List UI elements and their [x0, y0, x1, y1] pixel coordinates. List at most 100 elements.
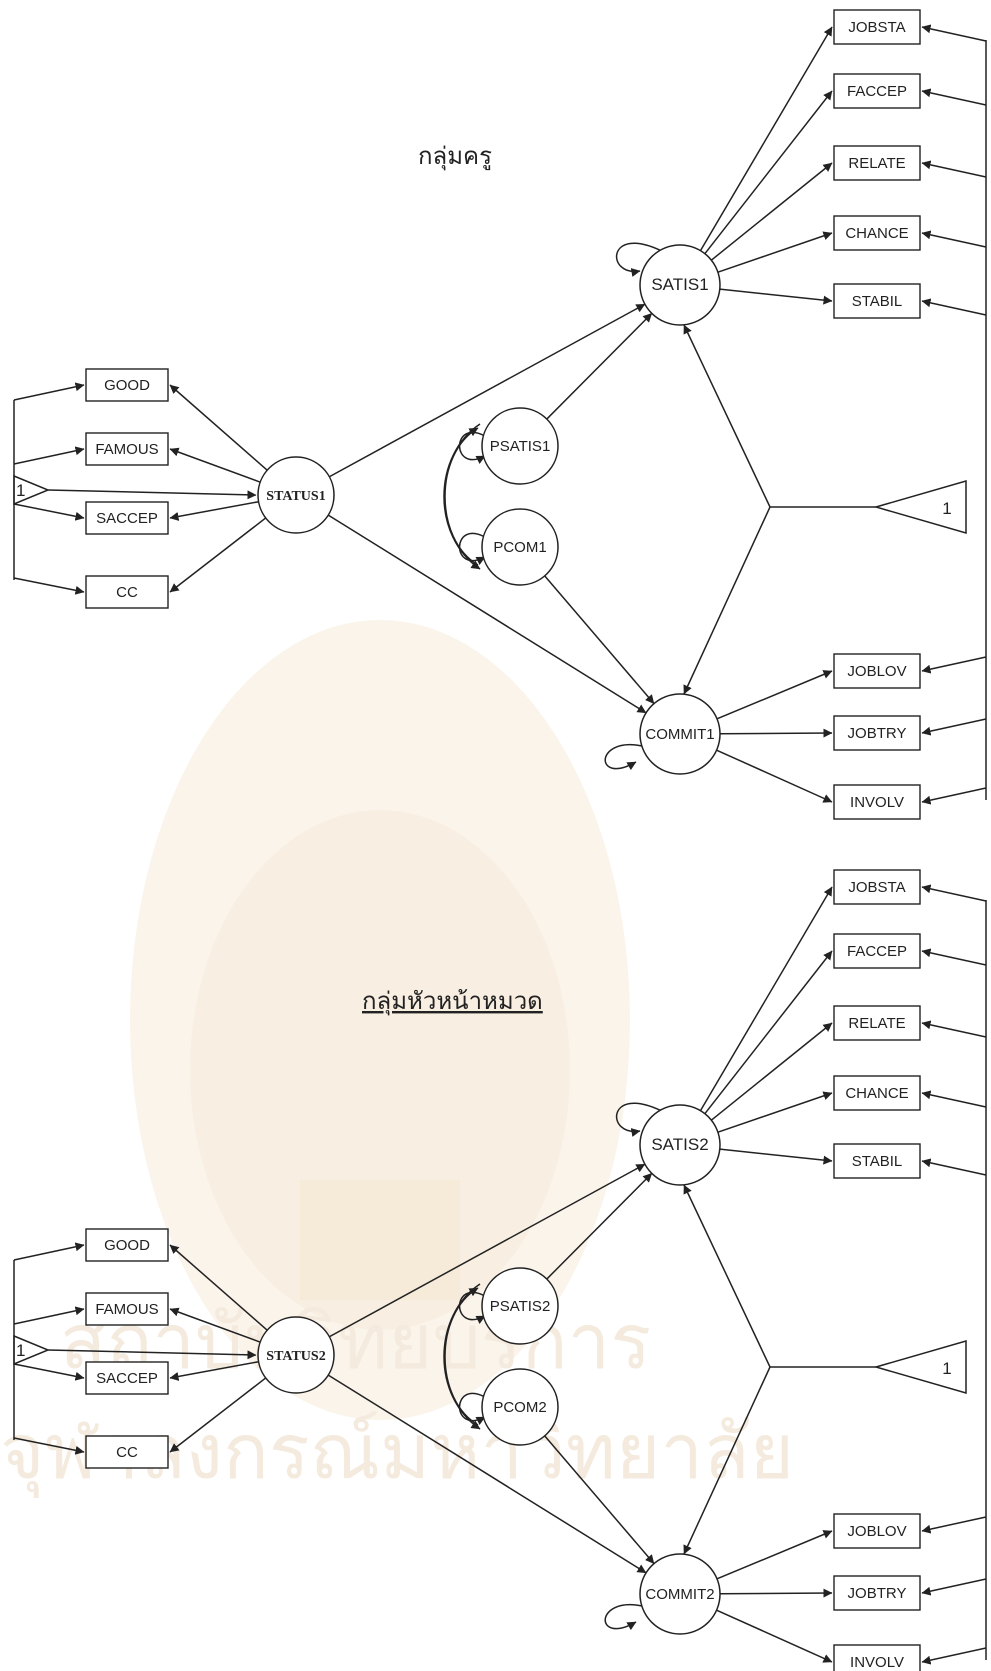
residual-loop	[604, 1603, 643, 1631]
indicator-good: GOOD	[85, 1228, 169, 1262]
latent-status1: STATUS1	[257, 456, 335, 534]
latent-label: PCOM1	[493, 539, 546, 556]
residual-loop	[458, 1392, 486, 1425]
indicator-label: CHANCE	[845, 225, 908, 242]
latent-commit2: COMMIT2	[639, 1553, 721, 1635]
indicator-label: GOOD	[104, 377, 150, 394]
constant-right-label: 1	[942, 1359, 951, 1378]
indicator-label: JOBSTA	[848, 19, 905, 36]
indicator-label: CHANCE	[845, 1085, 908, 1102]
path-commit-to-indicator	[716, 1530, 833, 1580]
constant-left-label: 1	[16, 481, 25, 500]
latent-label: SATIS1	[651, 275, 708, 294]
covariance-psatis-pcom	[443, 1283, 481, 1430]
path-status-to-commit	[327, 514, 647, 714]
indicator-cc: CC	[85, 1435, 169, 1469]
path-commit-to-indicator	[716, 749, 833, 803]
residual-loop	[458, 532, 486, 565]
latent-label: STATUS1	[266, 489, 325, 504]
indicator-joblov: JOBLOV	[833, 653, 921, 689]
path-constant-to-commit	[683, 1366, 771, 1555]
indicator-label: CC	[116, 584, 138, 601]
panel-teachers: 1 GOOD FAMOUS SACCEP CC 1 JOBSTA FACCEP RELATE CH…	[13, 9, 987, 820]
path-status-to-indicator	[169, 447, 261, 483]
latent-label: SATIS2	[651, 1135, 708, 1154]
residual-loop	[458, 1291, 486, 1324]
path-satis-to-indicator	[710, 162, 833, 261]
latent-satis1: SATIS1	[639, 244, 721, 326]
indicator-label: STABIL	[852, 1153, 903, 1170]
indicator-label: CC	[116, 1444, 138, 1461]
indicator-label: RELATE	[848, 155, 905, 172]
indicator-stabil: STABIL	[833, 1143, 921, 1179]
indicator-faccep: FACCEP	[833, 933, 921, 969]
latent-label: PCOM2	[493, 1399, 546, 1416]
path-status-to-indicator	[169, 517, 267, 593]
path-status-to-indicator	[169, 1360, 259, 1381]
path-pcom-to-commit	[544, 575, 655, 705]
path-constant-to-satis	[683, 324, 771, 508]
indicator-involv: INVOLV	[833, 1644, 921, 1671]
constant-right-label: 1	[942, 499, 951, 518]
latent-satis2: SATIS2	[639, 1104, 721, 1186]
residual-loop	[615, 1102, 661, 1137]
indicator-label: JOBTRY	[848, 725, 907, 742]
indicator-faccep: FACCEP	[833, 73, 921, 109]
constant-triangle-right	[873, 480, 967, 534]
latent-label: COMMIT2	[645, 1586, 714, 1603]
path-pcom-to-commit	[544, 1435, 655, 1565]
constant-triangle-right	[873, 1340, 967, 1394]
title-teachers: กลุ่มครู	[418, 142, 492, 171]
latent-label: COMMIT1	[645, 726, 714, 743]
path-satis-to-indicator	[704, 950, 833, 1115]
path-constant-to-satis	[683, 1184, 771, 1368]
indicator-label: INVOLV	[850, 1654, 904, 1671]
path-status-to-commit	[327, 1374, 647, 1574]
indicator-jobtry: JOBTRY	[833, 1575, 921, 1611]
path-status-to-indicator	[169, 1307, 261, 1343]
indicator-jobsta: JOBSTA	[833, 9, 921, 45]
indicator-jobsta: JOBSTA	[833, 869, 921, 905]
indicator-label: SACCEP	[96, 510, 158, 527]
constant-left-label: 1	[16, 1341, 25, 1360]
latent-label: PSATIS1	[490, 438, 551, 455]
indicator-saccep: SACCEP	[85, 1361, 169, 1395]
indicator-label: STABIL	[852, 293, 903, 310]
latent-label: PSATIS2	[490, 1298, 551, 1315]
path-status-to-satis	[328, 303, 646, 478]
indicator-cc: CC	[85, 575, 169, 609]
indicator-saccep: SACCEP	[85, 501, 169, 535]
indicator-label: FACCEP	[847, 83, 907, 100]
path-satis-to-indicator	[710, 1022, 833, 1121]
latent-pcom2: PCOM2	[481, 1368, 559, 1446]
latent-status2: STATUS2	[257, 1316, 335, 1394]
indicator-famous: FAMOUS	[85, 1292, 169, 1326]
path-satis-to-indicator	[717, 1091, 833, 1133]
indicator-label: SACCEP	[96, 1370, 158, 1387]
indicator-label: JOBLOV	[847, 663, 906, 680]
path-satis-to-indicator	[717, 231, 833, 273]
indicator-label: FAMOUS	[95, 1301, 158, 1318]
latent-label: STATUS2	[266, 1349, 325, 1364]
indicator-chance: CHANCE	[833, 215, 921, 251]
latent-psatis2: PSATIS2	[481, 1267, 559, 1345]
indicator-chance: CHANCE	[833, 1075, 921, 1111]
residual-loop	[458, 431, 486, 464]
path-constant-to-commit	[683, 506, 771, 695]
indicator-jobtry: JOBTRY	[833, 715, 921, 751]
residual-loop	[604, 743, 643, 771]
path-commit-to-indicator	[716, 1609, 833, 1663]
panel-department-heads: 1GOODFAMOUSSACCEPCC1JOBSTAFACCEPRELATECH…	[13, 869, 987, 1671]
path-satis-to-indicator	[719, 1148, 833, 1165]
path-status-to-indicator	[169, 1377, 267, 1453]
indicator-good: GOOD	[85, 368, 169, 402]
path-status-to-indicator	[169, 500, 259, 521]
latent-pcom1: PCOM1	[481, 508, 559, 586]
indicator-famous: FAMOUS	[85, 432, 169, 466]
path-status-to-indicator	[169, 384, 268, 471]
indicator-relate: RELATE	[833, 145, 921, 181]
path-satis-to-indicator	[699, 886, 833, 1112]
title-department-heads: กลุ่มหัวหน้าหมวด	[362, 987, 543, 1016]
indicator-stabil: STABIL	[833, 283, 921, 319]
